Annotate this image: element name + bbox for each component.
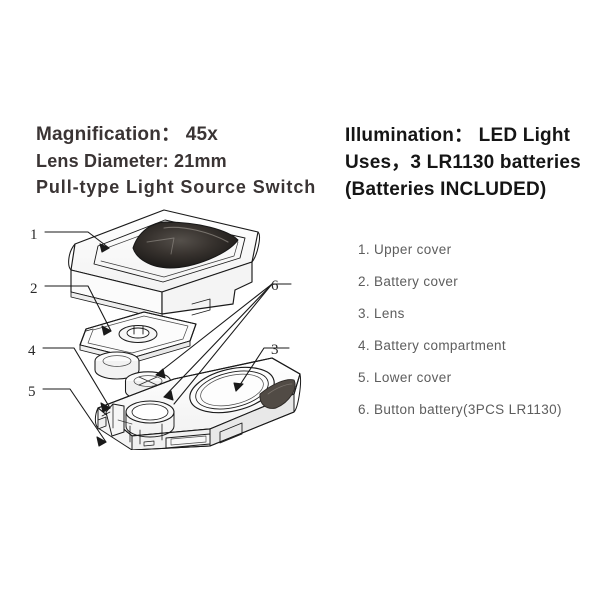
spec-illumination: Illumination： LED Light	[345, 125, 571, 146]
spec-batteries-included: (Batteries INCLUDED)	[345, 179, 547, 200]
parts-legend: 1. Upper cover 2. Battery cover 3. Lens …	[358, 243, 598, 435]
spec-battery-usage: Uses，3 LR1130 batteries	[345, 152, 581, 173]
spec-lens-diameter: Lens Diameter: 21mm	[36, 151, 227, 171]
callout-number-4: 4	[28, 343, 36, 359]
illumination-specs: Illumination： LED Light Uses，3 LR1130 ba…	[345, 122, 595, 203]
part-lower-cover	[94, 357, 301, 450]
callout-number-3: 3	[271, 342, 279, 358]
callout-leader-lines	[42, 231, 292, 447]
legend-item-5: 5. Lower cover	[358, 370, 452, 385]
callout-number-5: 5	[28, 384, 36, 400]
product-specs: Magnification： 45x Lens Diameter: 21mm P…	[36, 122, 326, 200]
legend-item-4: 4. Battery compartment	[358, 338, 507, 353]
legend-item-1: 1. Upper cover	[358, 242, 452, 257]
legend-item-2: 2. Battery cover	[358, 274, 459, 289]
callout-number-1: 1	[30, 227, 38, 243]
legend-item-3: 3. Lens	[358, 306, 405, 321]
callout-number-6: 6	[271, 278, 279, 294]
spec-magnification: Magnification： 45x	[36, 124, 219, 145]
part-battery-cover	[79, 311, 197, 364]
part-upper-cover	[68, 209, 260, 344]
legend-item-6: 6. Button battery(3PCS LR1130)	[358, 402, 562, 417]
spec-light-switch: Pull-type Light Source Switch	[36, 177, 317, 197]
exploded-assembly-diagram	[14, 198, 326, 450]
callout-number-2: 2	[30, 281, 38, 297]
